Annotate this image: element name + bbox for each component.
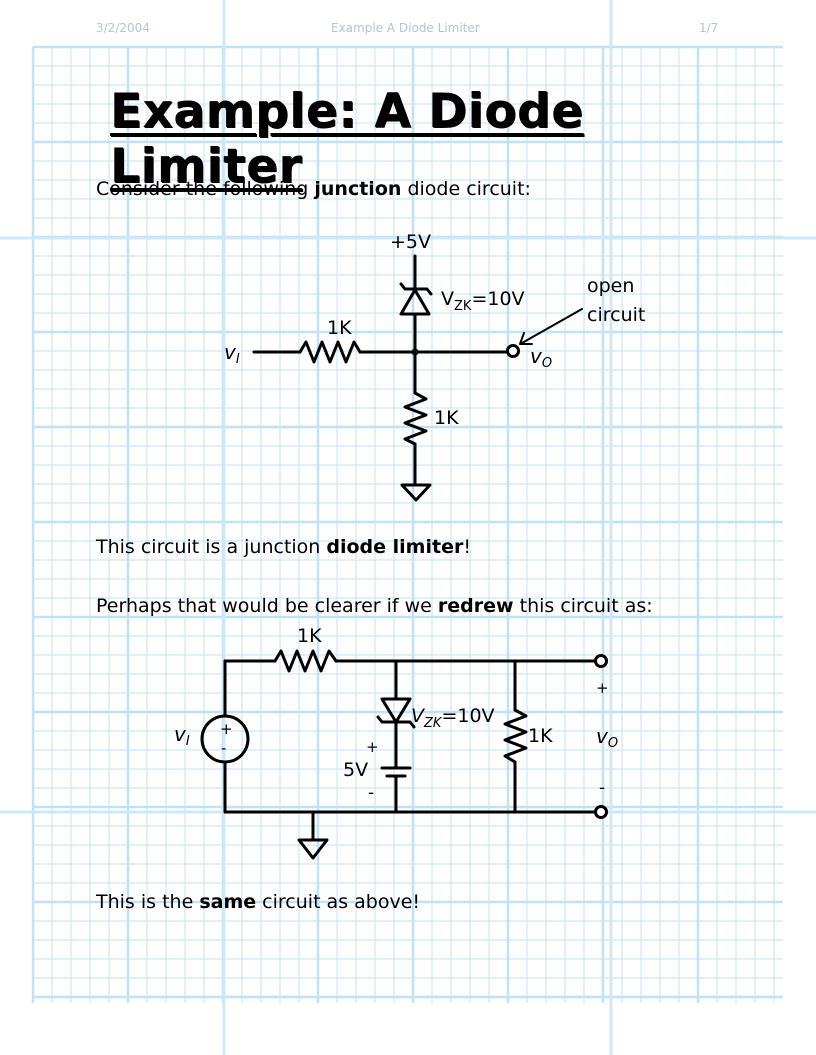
page-title: Example: A Diode Limiter: [110, 84, 584, 194]
output-voltage-v: v: [596, 724, 609, 748]
paragraph-text: diode circuit:: [401, 178, 531, 200]
battery-plus: +: [366, 738, 379, 756]
resistor-2-label: 1K: [434, 407, 459, 429]
paragraph-limiter: This circuit is a junction diode limiter…: [96, 536, 471, 558]
input-voltage-sub: I: [186, 734, 190, 749]
header-page-number: 1/7: [699, 21, 719, 35]
header-date: 3/2/2004: [96, 21, 150, 35]
output-minus: -: [599, 778, 605, 798]
paragraph-text: Consider the following: [96, 178, 315, 200]
paragraph-text: this circuit as:: [513, 595, 653, 617]
input-voltage-v: v: [174, 722, 187, 746]
battery-label: 5V: [343, 759, 368, 781]
input-voltage-label: vI: [224, 340, 240, 367]
zener-label-value: =10V: [441, 705, 494, 727]
output-voltage-label: vO: [530, 344, 552, 371]
resistor-symbol: [273, 649, 338, 673]
paragraph-text: circuit as above!: [256, 891, 421, 913]
note-circuit: circuit: [587, 304, 645, 326]
output-voltage-sub: O: [542, 356, 552, 371]
paragraph-consider: Consider the following junction diode ci…: [96, 178, 531, 200]
zener-diode-symbol: [380, 697, 412, 724]
paragraph-same: This is the same circuit as above!: [96, 891, 420, 913]
header-doc-title: Example A Diode Limiter: [331, 21, 480, 35]
ground-symbol: [400, 483, 432, 502]
zener-label: VZK=10V: [441, 288, 525, 314]
arrowhead: [519, 332, 533, 345]
resistor-symbol: [298, 340, 362, 364]
resistor-1-label: 1K: [297, 625, 322, 647]
paragraph-bold-text: junction: [314, 178, 402, 200]
input-voltage-sub: I: [236, 352, 240, 367]
zener-label: VZK=10V: [411, 705, 495, 731]
annotation-arrow: [521, 308, 583, 344]
zener-label-sub: ZK: [423, 716, 443, 731]
zener-label-value: =10V: [471, 288, 524, 310]
junction-dot: [411, 348, 419, 356]
output-terminal-top: [594, 654, 608, 668]
paragraph-bold-text: diode limiter: [326, 536, 464, 558]
battery-minus: -: [368, 783, 374, 803]
paragraph-bold-text: same: [199, 891, 257, 913]
output-voltage-sub: O: [608, 736, 618, 751]
resistor-symbol: [503, 708, 528, 764]
paragraph-redrew: Perhaps that would be clearer if we redr…: [96, 595, 653, 617]
source-minus: -: [221, 739, 226, 757]
output-plus: +: [596, 679, 609, 697]
output-terminal: [506, 344, 520, 358]
paragraph-text: !: [463, 536, 471, 558]
source-plus: +: [220, 720, 233, 738]
ground-symbol: [297, 838, 329, 860]
paragraph-bold-text: redrew: [437, 595, 514, 617]
paragraph-text: This is the: [96, 891, 200, 913]
supply-label: +5V: [390, 231, 431, 253]
note-open: open: [587, 275, 634, 297]
input-voltage-v: v: [224, 340, 237, 364]
resistor-2-label: 1K: [528, 725, 553, 747]
resistor-symbol: [403, 391, 428, 446]
paragraph-text: This circuit is a junction: [96, 536, 327, 558]
zener-label-sub: ZK: [454, 299, 472, 314]
output-terminal-bottom: [594, 805, 608, 819]
output-voltage-label: vO: [596, 724, 618, 751]
resistor-1-label: 1K: [327, 317, 352, 339]
output-voltage-v: v: [530, 344, 543, 368]
zener-label-v: V: [411, 705, 426, 727]
input-voltage-label: vI: [174, 722, 190, 749]
paragraph-text: Perhaps that would be clearer if we: [96, 595, 438, 617]
zener-label-v: V: [441, 288, 454, 310]
